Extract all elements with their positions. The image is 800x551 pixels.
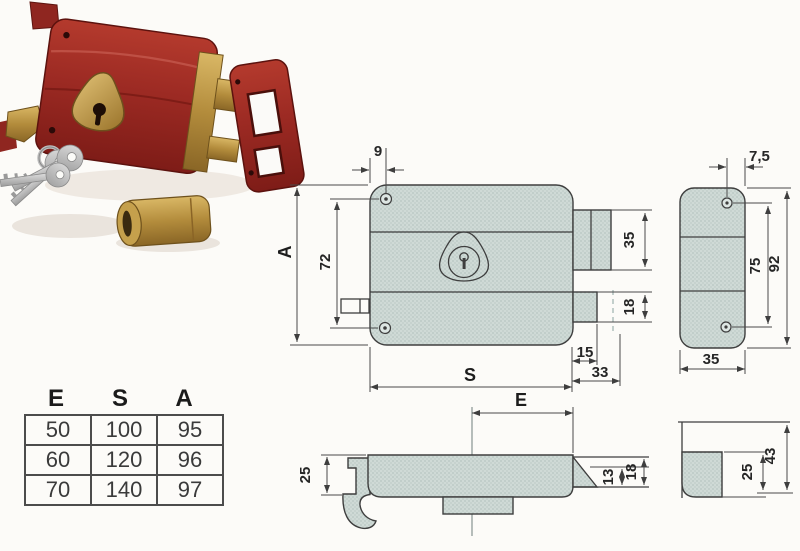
strike-cutout — [253, 144, 285, 179]
dim-latch-throw: 15 — [577, 344, 594, 361]
mount-tab — [442, 496, 514, 515]
strike-channel — [681, 451, 723, 498]
latchbolt — [206, 135, 241, 163]
size-table-header: E S A — [24, 386, 216, 414]
dim-strike-width: 35 — [703, 351, 720, 368]
cell-e: 60 — [24, 444, 92, 476]
strike-front-view-drawing: 7,5 75 92 35 — [679, 148, 791, 374]
cell-s: 140 — [90, 474, 158, 506]
keyhole-slot — [94, 109, 102, 126]
dim-strike-outer-depth: 43 — [762, 448, 779, 465]
lock-case-top — [367, 454, 574, 498]
screw — [48, 126, 56, 134]
table-row: 60 120 96 — [24, 444, 224, 476]
cell-a: 97 — [156, 474, 224, 506]
cell-s: 120 — [90, 444, 158, 476]
col-header-s: S — [111, 385, 128, 412]
cylinder-escutcheon — [71, 72, 125, 132]
latch-wedge — [572, 455, 599, 488]
strike-plate-face — [679, 187, 746, 349]
size-table: E S A 50 100 95 60 120 96 70 140 97 — [24, 386, 224, 506]
screw-hole — [235, 79, 241, 85]
cell-e: 50 — [24, 414, 92, 446]
euro-cylinder — [116, 195, 212, 247]
left-tab — [340, 298, 370, 314]
escutcheon-outline — [438, 231, 490, 282]
dim-right-offset: 33 — [592, 364, 609, 381]
cell-a: 96 — [156, 444, 224, 476]
dim-case-depth: 25 — [297, 467, 314, 484]
lock-case — [369, 184, 574, 346]
table-row: 50 100 95 — [24, 414, 224, 446]
dim-latch-outer: 18 — [623, 464, 640, 481]
screw — [63, 32, 70, 39]
cell-s: 100 — [90, 414, 158, 446]
dim-entry-label: E — [515, 390, 527, 410]
dim-total-height-label: A — [275, 246, 295, 259]
brass-faceplate — [182, 51, 224, 173]
strike-plate — [229, 59, 305, 193]
brass-hook — [5, 105, 45, 143]
product-photo — [0, 1, 305, 252]
dim-strike-screw-offset: 7,5 — [749, 148, 770, 165]
deadbolt — [572, 209, 612, 271]
cylinder-face — [447, 245, 481, 279]
dim-latch-height: 18 — [621, 299, 638, 316]
latchbolt — [572, 291, 598, 323]
table-row: 70 140 97 — [24, 474, 224, 506]
lock-top-view-drawing: E 25 13 18 — [297, 390, 649, 536]
cell-a: 95 — [156, 414, 224, 446]
strike-cutout — [246, 88, 283, 138]
col-header-a: A — [175, 385, 193, 412]
dim-strike-screw-spacing: 75 — [747, 258, 764, 275]
dim-bolt-height: 35 — [621, 232, 638, 249]
cylinder-keyway — [122, 210, 132, 237]
dim-screw-offset: 9 — [374, 143, 382, 160]
col-header-e: E — [47, 385, 64, 412]
dim-strike-inner-depth: 25 — [739, 464, 756, 481]
dim-strike-total-height: 92 — [766, 256, 783, 273]
cell-e: 70 — [24, 474, 92, 506]
keyhole-slot — [462, 258, 466, 269]
screw-hole — [248, 170, 254, 176]
key-bunch — [0, 144, 84, 207]
front-view-drawing: 9 A 72 35 18 15 33 S — [275, 143, 652, 392]
dim-screw-spacing: 72 — [317, 254, 334, 271]
photo-shadow — [45, 169, 255, 201]
strike-top-view-drawing: 25 43 — [678, 421, 793, 498]
dim-total-width-label: S — [464, 365, 476, 385]
photo-shadow — [12, 214, 128, 238]
dim-latch-inner: 13 — [600, 469, 617, 486]
